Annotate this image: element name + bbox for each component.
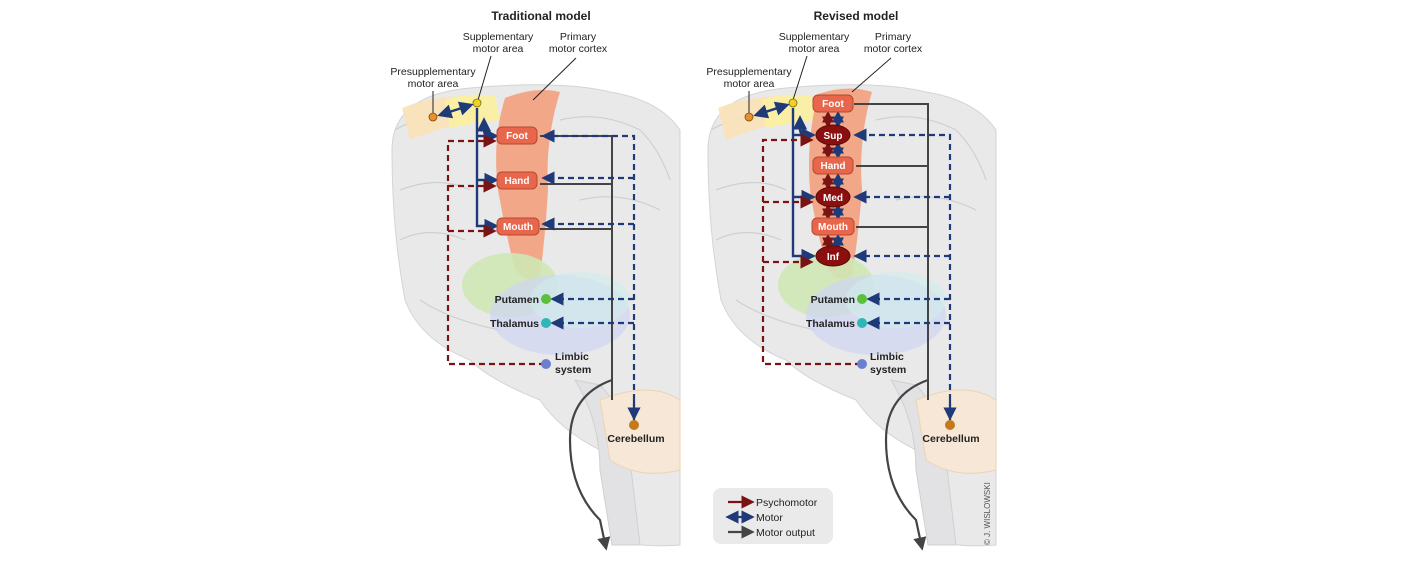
- pmc-label-line2: motor cortex: [864, 43, 923, 55]
- sma-label-line2: motor area: [789, 43, 840, 55]
- legend-motor: Motor: [756, 512, 783, 524]
- node-foot: Foot: [812, 94, 854, 113]
- legend: Psychomotor Motor Motor output: [713, 488, 833, 544]
- node-med: Med: [815, 186, 851, 208]
- cerebellum-shape: [599, 389, 681, 474]
- putamen-label: Putamen: [495, 294, 539, 306]
- thalamus-label: Thalamus: [490, 318, 539, 330]
- cerebellum-shape: [915, 389, 997, 474]
- putamen-label: Putamen: [811, 294, 855, 306]
- panel-title: Traditional model: [491, 9, 590, 23]
- limbic-dot: [541, 359, 551, 369]
- cerebellum-dot: [945, 420, 955, 430]
- cerebellum-label: Cerebellum: [922, 433, 979, 445]
- node-foot-label: Foot: [506, 131, 528, 142]
- presma-label-line1: Presupplementary: [706, 66, 792, 78]
- limbic-label-line1: Limbic: [870, 351, 904, 363]
- node-foot-label: Foot: [822, 99, 844, 110]
- pmc-label-line2: motor cortex: [549, 43, 608, 55]
- sma-dot: [788, 98, 798, 108]
- node-foot: Foot: [496, 126, 538, 145]
- node-med-label: Med: [823, 193, 843, 204]
- revised-panel: Revised model Supplementary motor area P…: [706, 9, 997, 551]
- node-mouth: Mouth: [811, 217, 855, 236]
- presma-label-line2: motor area: [724, 78, 775, 90]
- panel-title: Revised model: [814, 9, 899, 23]
- node-inf: Inf: [815, 245, 851, 267]
- presma-dot: [744, 112, 754, 122]
- sma-label-line1: Supplementary: [463, 31, 534, 43]
- node-mouth: Mouth: [496, 217, 540, 236]
- node-sup: Sup: [815, 124, 851, 146]
- node-sup-label: Sup: [824, 131, 843, 142]
- cerebellum-label: Cerebellum: [607, 433, 664, 445]
- sma-label-line2: motor area: [473, 43, 524, 55]
- limbic-dot: [857, 359, 867, 369]
- sma-label-line1: Supplementary: [779, 31, 850, 43]
- putamen-dot: [857, 294, 867, 304]
- presma-label-line2: motor area: [408, 78, 459, 90]
- legend-psychomotor: Psychomotor: [756, 497, 818, 509]
- putamen-dot: [541, 294, 551, 304]
- node-inf-label: Inf: [827, 252, 840, 263]
- node-hand: Hand: [812, 156, 854, 175]
- thalamus-dot: [541, 318, 551, 328]
- node-hand: Hand: [496, 171, 538, 190]
- thalamus-dot: [857, 318, 867, 328]
- pmc-label-line1: Primary: [560, 31, 597, 43]
- presma-label-line1: Presupplementary: [390, 66, 476, 78]
- presma-dot: [428, 112, 438, 122]
- node-hand-label: Hand: [505, 176, 530, 187]
- node-hand-label: Hand: [821, 161, 846, 172]
- cerebellum-dot: [629, 420, 639, 430]
- thalamus-label: Thalamus: [806, 318, 855, 330]
- limbic-label-line2: system: [870, 364, 906, 376]
- node-mouth-label: Mouth: [503, 222, 533, 233]
- limbic-label-line1: Limbic: [555, 351, 589, 363]
- pmc-label-line1: Primary: [875, 31, 912, 43]
- signature: © J. WISLOWSKI: [983, 482, 992, 545]
- limbic-label-line2: system: [555, 364, 591, 376]
- traditional-panel: Traditional model Supplementary motor ar…: [390, 9, 681, 551]
- sma-dot: [472, 98, 482, 108]
- legend-motor-output: Motor output: [756, 527, 815, 539]
- node-mouth-label: Mouth: [818, 222, 848, 233]
